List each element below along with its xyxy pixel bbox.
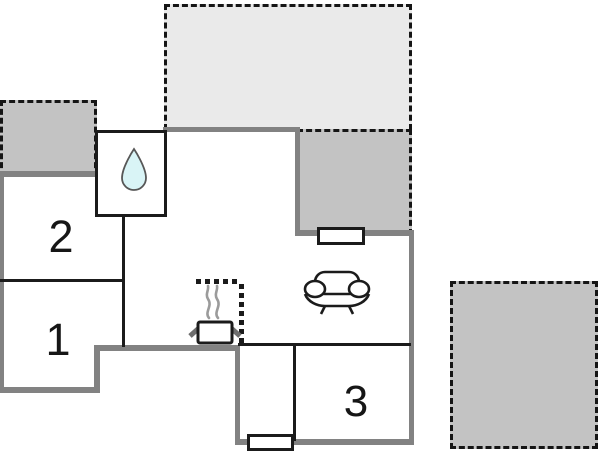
room-2-label: 2 [48,211,74,262]
terrace-right [450,281,598,449]
bathroom [95,130,167,217]
wall-step-vertical [94,345,100,393]
wall-terrace-left-bottom [0,171,96,177]
room-1-label: 1 [45,314,71,365]
window-south [247,434,294,451]
wall-living-south [238,343,411,346]
wall-west [0,171,4,393]
kitchen-counter-line-v [239,284,244,346]
terrace-top-left [0,100,97,177]
sofa-icon [303,270,371,315]
stove-icon [188,284,242,345]
terrace-top-right [297,129,412,235]
wall-terrace-right-left [295,129,300,235]
window-north [317,227,365,245]
wall-room-divider [0,279,125,282]
wall-south [235,439,414,445]
wall-east [409,230,414,445]
wall-kitchen-south [94,345,240,351]
kitchen-counter-line-h [196,279,238,284]
terrace-top [164,4,412,130]
wall-hall-west [235,345,240,445]
wall-north-living [163,127,300,132]
water-drop-icon [121,147,147,191]
room-3-label: 3 [343,377,369,426]
wall-hall-divider [293,346,296,441]
wall-room1-south [0,387,100,393]
